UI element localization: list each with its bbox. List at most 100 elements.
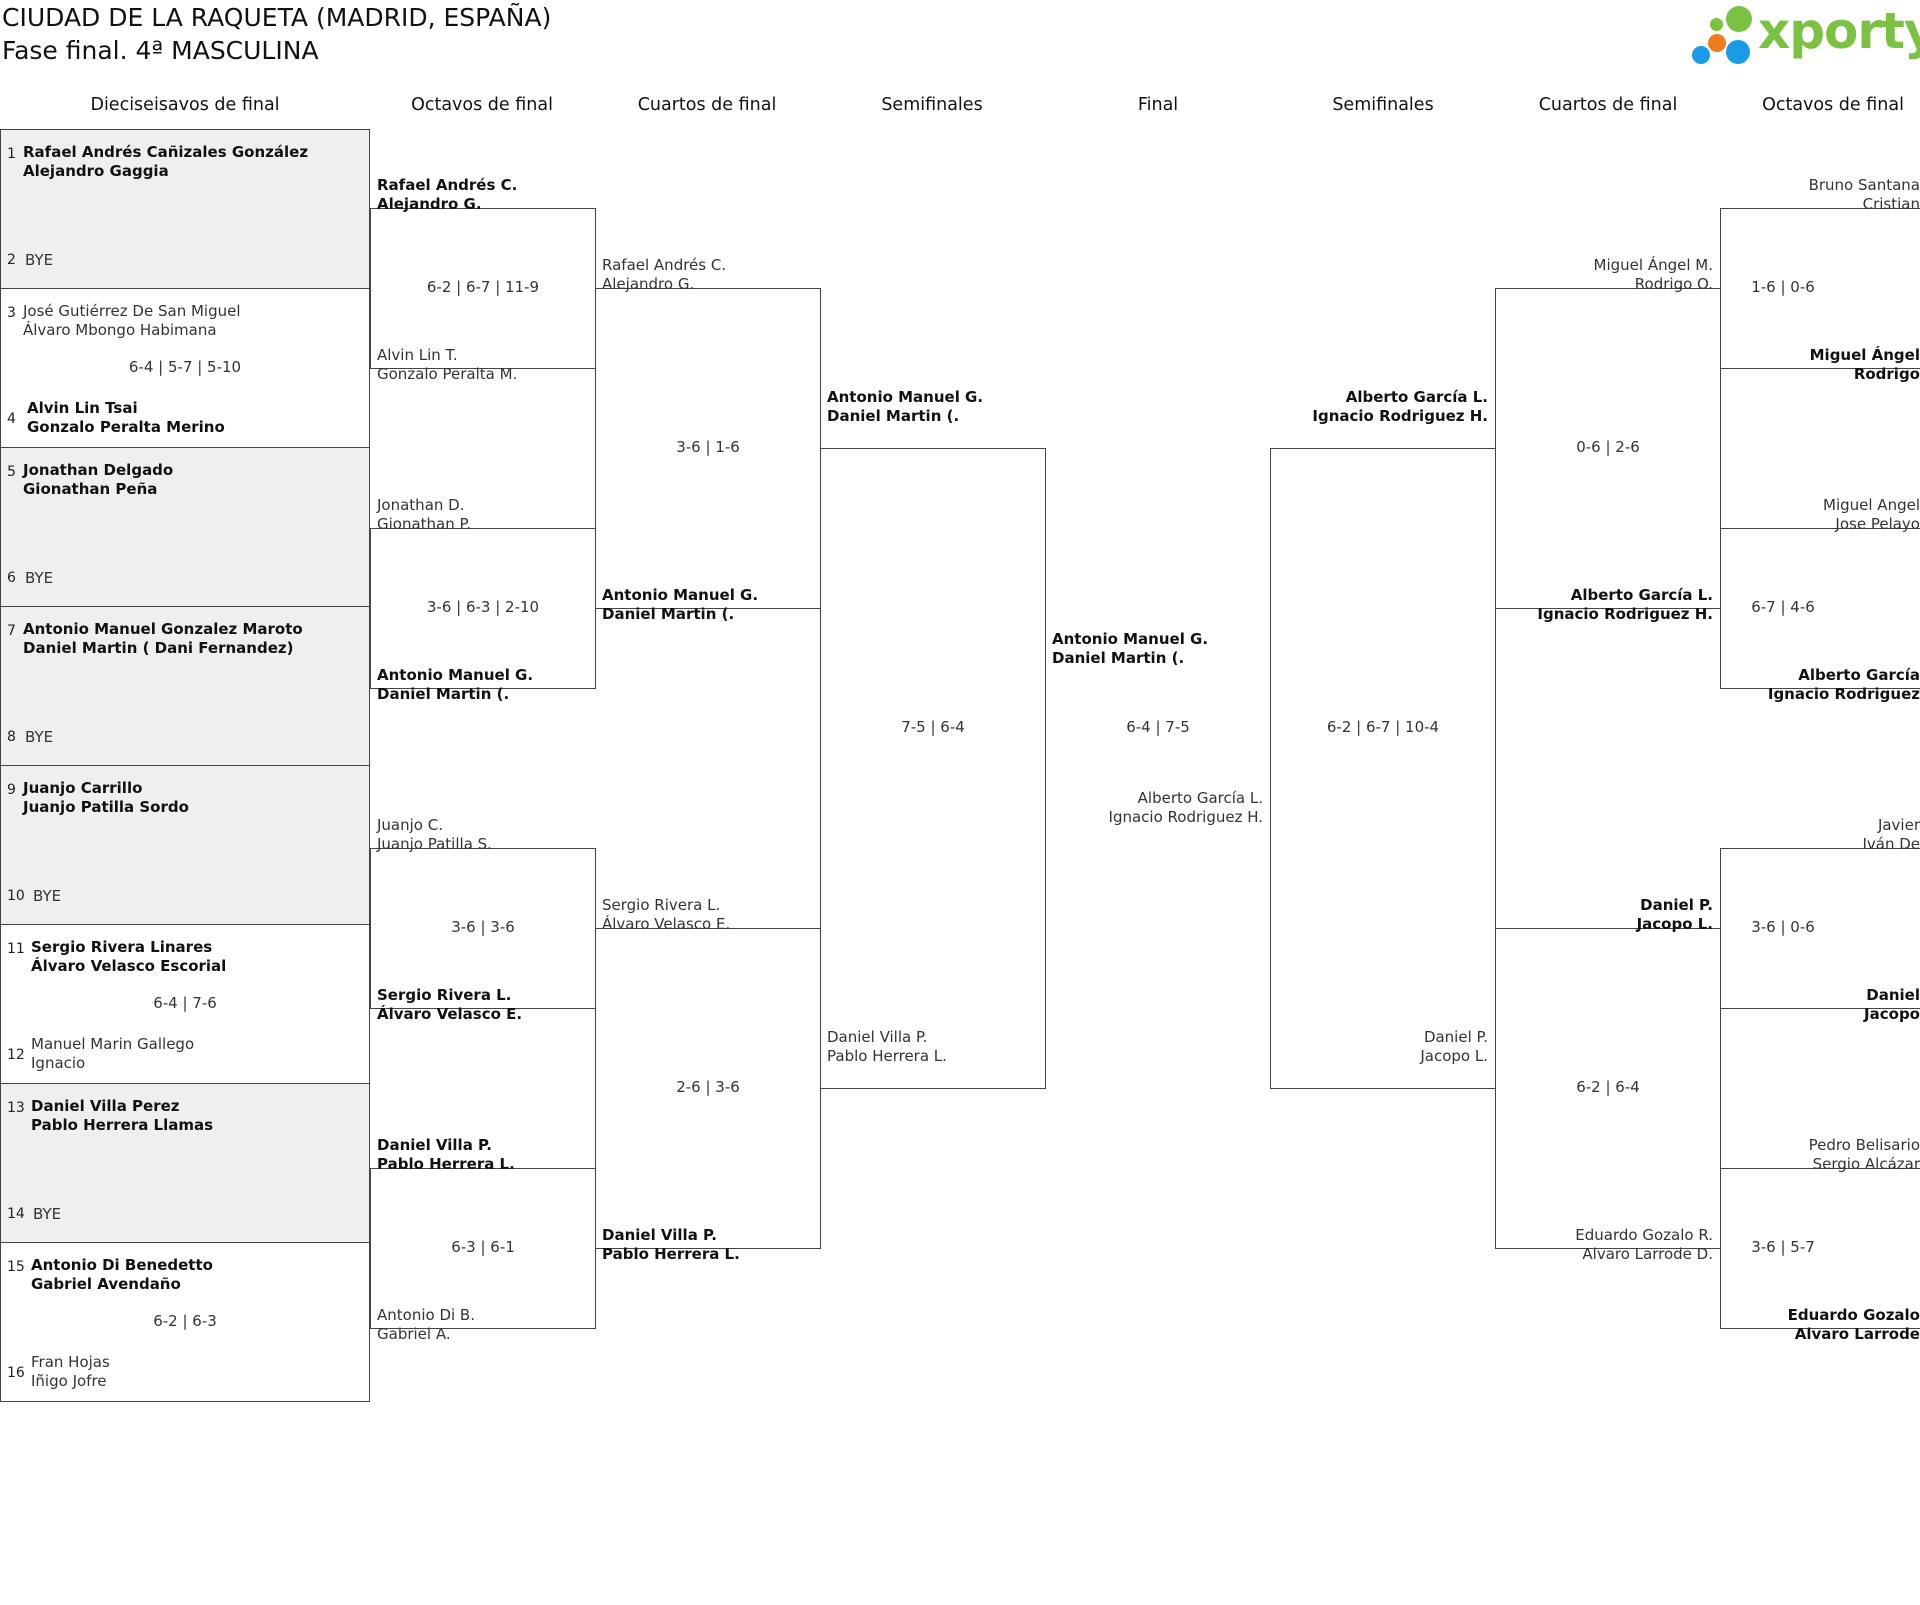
team-player-name[interactable]: Pablo Herrera Llamas: [31, 1116, 214, 1134]
seed-number: 15: [7, 1259, 25, 1275]
team-player-name[interactable]: Rodrigo O.: [1634, 275, 1713, 293]
team-player-name[interactable]: Daniel Martin (.: [602, 605, 735, 623]
seed-number: 6: [7, 570, 16, 586]
team-player-name[interactable]: Pablo Herrera L.: [827, 1047, 947, 1065]
team-player-name[interactable]: Ignacio Rodriguez H.: [1108, 808, 1263, 826]
bye-label: BYE: [33, 887, 62, 905]
team-player-name[interactable]: Juanjo Patilla Sordo: [23, 798, 189, 816]
team-player-name[interactable]: Sergio Rivera L.: [602, 896, 721, 914]
team-player-name[interactable]: Manuel Marin Gallego: [31, 1035, 195, 1053]
team-player-name[interactable]: Fran Hojas: [31, 1353, 110, 1371]
team-player-name[interactable]: Javier: [1877, 816, 1920, 834]
team-player-name[interactable]: Alberto García L.: [1345, 388, 1488, 406]
seed-number: 5: [7, 464, 16, 480]
column-header-7: Cuartos de final: [1538, 95, 1678, 115]
team-player-name[interactable]: Ignacio: [31, 1054, 86, 1072]
team-player-name[interactable]: Alejandro G.: [602, 275, 695, 293]
team-player-name[interactable]: Álvaro Velasco E.: [377, 1005, 523, 1023]
team-player-name[interactable]: Ignacio Rodriguez H.: [1537, 605, 1713, 623]
team-player-name[interactable]: Álvaro Velasco Escorial: [31, 957, 227, 975]
team-player-name[interactable]: Antonio Di Benedetto: [31, 1256, 213, 1274]
team-player-name[interactable]: Alberto García L.: [1137, 789, 1263, 807]
team-player-name[interactable]: Gonzalo Peralta M.: [377, 365, 518, 383]
column-header-5: Final: [1137, 95, 1179, 115]
team-player-name[interactable]: Alejandro G.: [377, 195, 482, 213]
team-player-name[interactable]: Gabriel Avendaño: [31, 1275, 181, 1293]
team-player-name[interactable]: Ignacio Rodriguez: [1767, 685, 1920, 703]
team-player-name[interactable]: Pablo Herrera L.: [602, 1245, 740, 1263]
bye-label: BYE: [25, 251, 54, 269]
team-player-name[interactable]: Cristian: [1862, 195, 1920, 213]
match-score: 3-6 | 5-7: [1751, 1238, 1815, 1256]
team-player-name[interactable]: Gionathan P.: [377, 515, 471, 533]
r32-match-card: [0, 606, 370, 766]
team-player-name[interactable]: Alvaro Larrode D.: [1582, 1245, 1713, 1263]
team-player-name[interactable]: Miguel Ángel: [1809, 346, 1920, 364]
team-player-name[interactable]: Antonio Di B.: [377, 1306, 475, 1324]
team-player-name[interactable]: Álvaro Velasco E.: [602, 915, 731, 933]
team-player-name[interactable]: Daniel: [1866, 986, 1920, 1004]
team-player-name[interactable]: Antonio Manuel G.: [602, 586, 759, 604]
team-player-name[interactable]: Gionathan Peña: [23, 480, 158, 498]
team-player-name[interactable]: Gabriel A.: [377, 1325, 451, 1343]
team-player-name[interactable]: Jacopo L.: [1420, 1047, 1488, 1065]
team-player-name[interactable]: Jose Pelayo: [1835, 515, 1920, 533]
team-player-name[interactable]: Alberto García L.: [1570, 586, 1713, 604]
team-player-name[interactable]: Antonio Manuel G.: [1052, 630, 1209, 648]
team-player-name[interactable]: Daniel P.: [1640, 896, 1713, 914]
team-player-name[interactable]: Eduardo Gozalo R.: [1575, 1226, 1713, 1244]
bye-label: BYE: [33, 1205, 62, 1223]
match-score: 6-2 | 6-4: [1576, 1078, 1640, 1096]
team-player-name[interactable]: Juanjo Carrillo: [23, 779, 143, 797]
team-player-name[interactable]: Pedro Belisario: [1808, 1136, 1920, 1154]
team-player-name[interactable]: Jonathan Delgado: [23, 461, 174, 479]
team-player-name[interactable]: Sergio Alcázar: [1812, 1155, 1920, 1173]
column-header-8: Octavos de final: [1762, 95, 1904, 115]
team-player-name[interactable]: Miguel Angel: [1823, 496, 1920, 514]
team-player-name[interactable]: Juanjo Patilla S.: [377, 835, 492, 853]
team-player-name[interactable]: Alvin Lin T.: [377, 346, 458, 364]
team-player-name[interactable]: Álvaro Mbongo Habimana: [23, 321, 217, 339]
logo-dot-green-small-icon: [1710, 18, 1723, 31]
team-player-name[interactable]: Miguel Ángel M.: [1593, 256, 1713, 274]
team-player-name[interactable]: Daniel Martin ( Dani Fernandez): [23, 639, 294, 657]
team-player-name[interactable]: Daniel Martin (.: [1052, 649, 1185, 667]
team-player-name[interactable]: Iván De: [1862, 835, 1920, 853]
seed-number: 16: [7, 1365, 25, 1381]
r32-match-card: [0, 129, 370, 289]
team-player-name[interactable]: Iñigo Jofre: [31, 1372, 107, 1390]
team-player-name[interactable]: Antonio Manuel G.: [377, 666, 534, 684]
team-player-name[interactable]: Daniel Villa P.: [377, 1136, 492, 1154]
team-player-name[interactable]: Sergio Rivera Linares: [31, 938, 213, 956]
team-player-name[interactable]: Eduardo Gozalo: [1787, 1306, 1920, 1324]
column-header-6: Semifinales: [1332, 95, 1434, 115]
team-player-name[interactable]: Alvaro Larrode: [1794, 1325, 1920, 1343]
team-player-name[interactable]: Jonathan D.: [377, 496, 465, 514]
team-player-name[interactable]: Gonzalo Peralta Merino: [27, 418, 225, 436]
team-player-name[interactable]: Jacopo L.: [1636, 915, 1713, 933]
team-player-name[interactable]: Jacopo: [1864, 1005, 1920, 1023]
team-player-name[interactable]: Rafael Andrés Cañizales González: [23, 143, 309, 161]
team-player-name[interactable]: Alejandro Gaggia: [23, 162, 169, 180]
team-player-name[interactable]: Daniel Villa P.: [827, 1028, 928, 1046]
team-player-name[interactable]: Alberto García: [1798, 666, 1920, 684]
team-player-name[interactable]: Sergio Rivera L.: [377, 986, 512, 1004]
seed-number: 9: [7, 782, 16, 798]
team-player-name[interactable]: Daniel Martin (.: [377, 685, 510, 703]
team-player-name[interactable]: Rafael Andrés C.: [602, 256, 727, 274]
team-player-name[interactable]: Daniel Villa P.: [602, 1226, 717, 1244]
team-player-name[interactable]: Juanjo C.: [377, 816, 443, 834]
team-player-name[interactable]: Alvin Lin Tsai: [27, 399, 138, 417]
team-player-name[interactable]: Daniel Villa Perez: [31, 1097, 180, 1115]
team-player-name[interactable]: Antonio Manuel G.: [827, 388, 984, 406]
team-player-name[interactable]: Daniel Martin (.: [827, 407, 960, 425]
team-player-name[interactable]: José Gutiérrez De San Miguel: [23, 302, 241, 320]
team-player-name[interactable]: Pablo Herrera L.: [377, 1155, 515, 1173]
team-player-name[interactable]: Antonio Manuel Gonzalez Maroto: [23, 620, 303, 638]
team-player-name[interactable]: Rodrigo: [1853, 365, 1920, 383]
team-player-name[interactable]: Bruno Santana: [1808, 176, 1920, 194]
team-player-name[interactable]: Ignacio Rodriguez H.: [1312, 407, 1488, 425]
team-player-name[interactable]: Rafael Andrés C.: [377, 176, 518, 194]
column-header-1: Dieciseisavos de final: [90, 95, 280, 115]
team-player-name[interactable]: Daniel P.: [1423, 1028, 1488, 1046]
